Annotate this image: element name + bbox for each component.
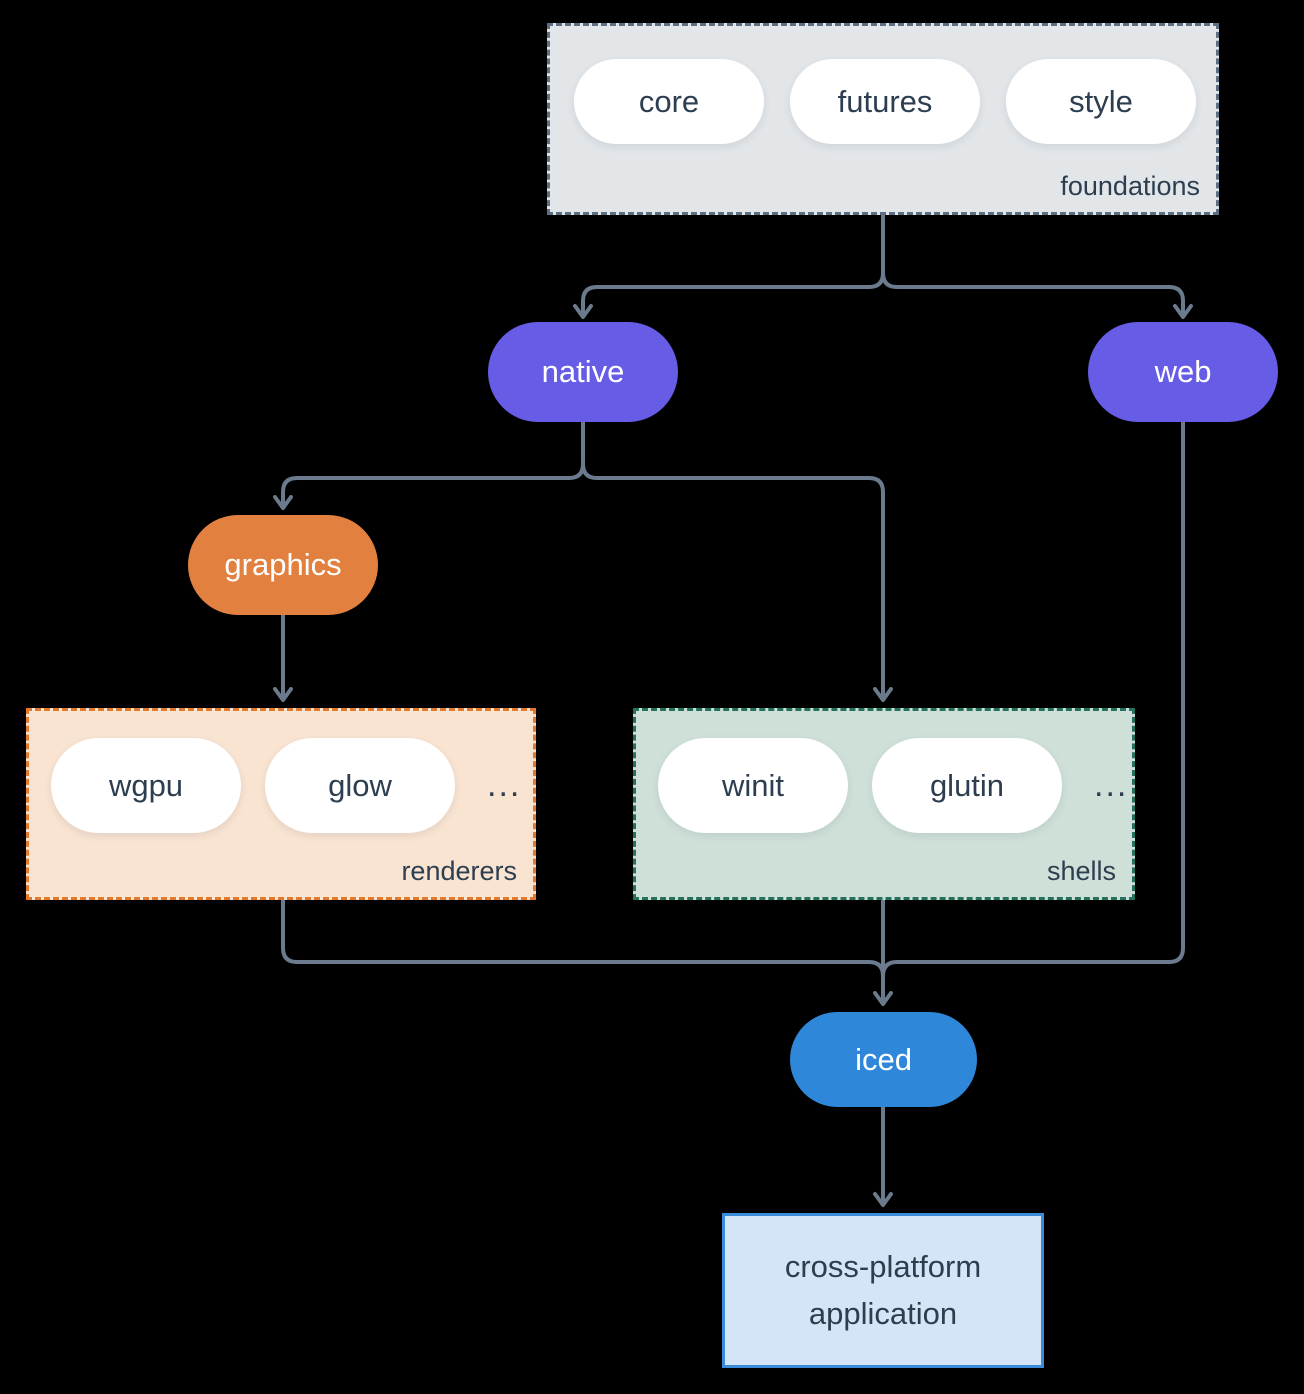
node-graphics: graphics	[188, 515, 378, 615]
node-wgpu: wgpu	[51, 738, 241, 833]
shells-pill-row: winit glutin ...	[658, 738, 1128, 833]
edge-native-shells	[581, 462, 885, 701]
group-renderers: wgpu glow ... renderers	[26, 708, 536, 900]
node-application: cross-platform application	[722, 1213, 1044, 1368]
group-foundations-label: foundations	[1060, 171, 1200, 201]
group-shells-label: shells	[1046, 856, 1116, 886]
node-style: style	[1006, 59, 1196, 144]
edge-foundations-native	[581, 213, 885, 318]
group-renderers-label: renderers	[401, 856, 517, 886]
node-iced: iced	[790, 1012, 977, 1107]
application-label-line2: application	[808, 1295, 958, 1331]
renderers-ellipsis: ...	[487, 766, 522, 804]
group-foundations: core futures style foundations	[547, 23, 1219, 215]
renderers-pill-row: wgpu glow ...	[51, 738, 521, 833]
shells-ellipsis: ...	[1094, 766, 1129, 804]
node-futures: futures	[790, 59, 980, 144]
foundations-pill-row: core futures style	[574, 59, 1196, 144]
application-label-line1: cross-platform	[784, 1249, 982, 1284]
arrowhead-renderers	[273, 687, 293, 702]
arrowhead-application	[873, 1192, 893, 1207]
node-native: native	[488, 322, 678, 422]
arrowhead-graphics	[273, 495, 293, 510]
node-winit: winit	[658, 738, 848, 833]
edge-native-graphics	[281, 420, 585, 509]
edge-renderers-iced	[281, 898, 885, 978]
arrowhead-iced	[873, 991, 893, 1006]
arrowhead-shells	[873, 687, 893, 702]
edge-foundations-web	[881, 271, 1185, 318]
node-web: web	[1088, 322, 1278, 422]
arrowhead-web	[1173, 304, 1193, 319]
node-core: core	[574, 59, 764, 144]
node-glutin: glutin	[872, 738, 1062, 833]
arrowhead-native	[573, 304, 593, 319]
group-shells: winit glutin ... shells	[633, 708, 1135, 900]
node-glow: glow	[265, 738, 455, 833]
